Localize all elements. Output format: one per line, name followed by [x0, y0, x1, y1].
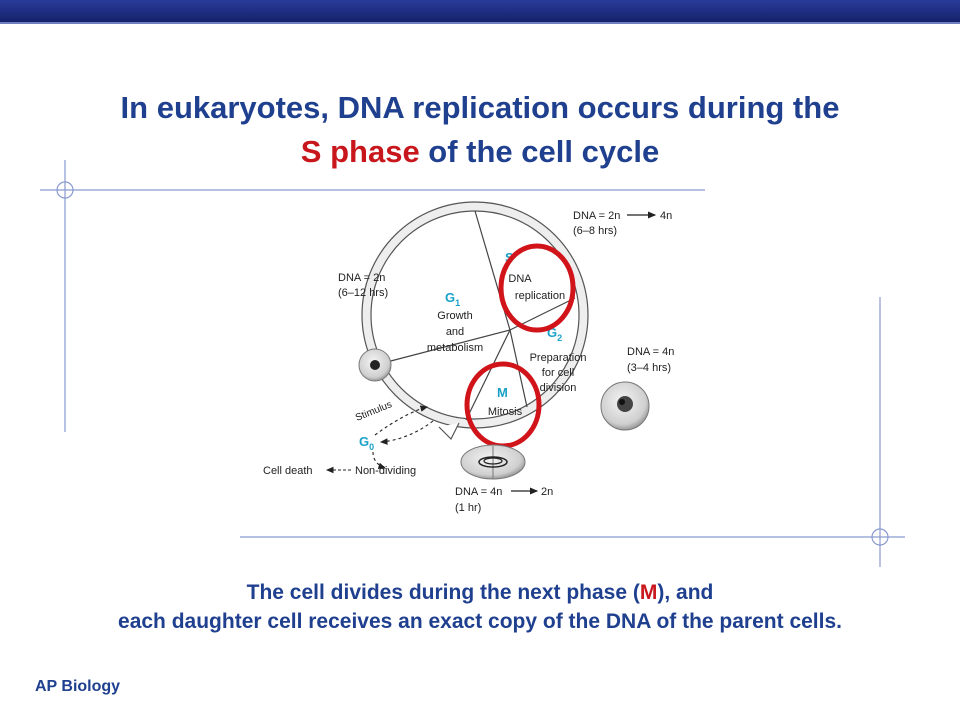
- g1-time-label: (6–12 hrs): [338, 287, 388, 299]
- phase-g2: G2 Preparation for cell division: [530, 325, 587, 394]
- g2-time-label: (3–4 hrs): [627, 362, 671, 374]
- footer-label: AP Biology: [35, 678, 121, 695]
- phase-g1-desc-1: Growth: [437, 310, 472, 322]
- phase-g2-desc-3: division: [540, 382, 577, 394]
- title-line-2: S phase of the cell cycle: [0, 130, 960, 174]
- phase-g2-label: G2: [547, 325, 562, 343]
- phase-s-desc-2: replication: [515, 290, 565, 302]
- title-line-1: In eukaryotes, DNA replication occurs du…: [120, 90, 840, 125]
- top-decorative-bar: [0, 0, 960, 24]
- slide-title: In eukaryotes, DNA replication occurs du…: [0, 86, 960, 174]
- m-dna-label: DNA = 4n: [455, 486, 502, 498]
- s-phase-highlight-circle: [498, 243, 576, 333]
- caption: The cell divides during the next phase (…: [0, 578, 960, 636]
- m-phase-annotation: DNA = 4n 2n (1 hr): [455, 486, 553, 514]
- title-highlight: S phase: [300, 134, 420, 169]
- g2-dna-label: DNA = 4n: [627, 346, 674, 358]
- g2-cell-image: [600, 381, 650, 431]
- caption-line-2: each daughter cell receives an exact cop…: [118, 610, 842, 633]
- phase-g1: G1 Growth and metabolism: [427, 290, 483, 354]
- phase-m-label: M: [497, 385, 508, 400]
- g0-entry-arrow: [379, 420, 434, 445]
- caption-line-1: The cell divides during the next phase (…: [0, 578, 960, 607]
- title-line-2-rest: of the cell cycle: [419, 134, 660, 169]
- g2-phase-annotation: DNA = 4n (3–4 hrs): [627, 346, 674, 374]
- g1-dna-label: DNA = 2n: [338, 272, 385, 284]
- s-time-label: (6–8 hrs): [573, 225, 617, 237]
- non-dividing-label: Non-dividing: [355, 465, 416, 477]
- g0-to-nondividing-arrow: [372, 451, 387, 470]
- phase-s-desc-1: DNA: [508, 273, 532, 285]
- dividing-cell-image: [460, 444, 526, 480]
- cycle-ring: [361, 201, 589, 441]
- cell-death-label: Cell death: [263, 465, 313, 477]
- phase-g0-label: G0: [359, 434, 374, 452]
- caption-line-1-pre: The cell divides during the next phase (: [246, 581, 640, 604]
- g1-cell-image: [358, 348, 392, 382]
- s-dna-label: DNA = 2n: [573, 210, 620, 222]
- g1-phase-annotation: DNA = 2n (6–12 hrs): [338, 272, 388, 299]
- caption-highlight-m: M: [639, 581, 658, 604]
- s-dna-end-label: 4n: [660, 210, 672, 222]
- phase-g1-label: G1: [445, 290, 460, 308]
- phase-g2-desc-1: Preparation: [530, 352, 587, 364]
- phase-g1-desc-3: metabolism: [427, 342, 483, 354]
- phase-g1-desc-2: and: [446, 326, 464, 338]
- stimulus-arrow: [374, 405, 429, 436]
- m-dna-end-label: 2n: [541, 486, 553, 498]
- phase-g2-desc-2: for cell: [542, 367, 574, 379]
- caption-line-1-post: ), and: [657, 581, 714, 604]
- s-phase-annotation: DNA = 2n 4n (6–8 hrs): [573, 210, 672, 237]
- cell-cycle-diagram: S DNA replication G1 Growth and metaboli…: [263, 201, 674, 514]
- phase-m-desc-1: Mitosis: [488, 406, 523, 418]
- stimulus-label: Stimulus: [354, 399, 394, 424]
- phase-m: M Mitosis: [488, 385, 523, 418]
- m-time-label: (1 hr): [455, 502, 481, 514]
